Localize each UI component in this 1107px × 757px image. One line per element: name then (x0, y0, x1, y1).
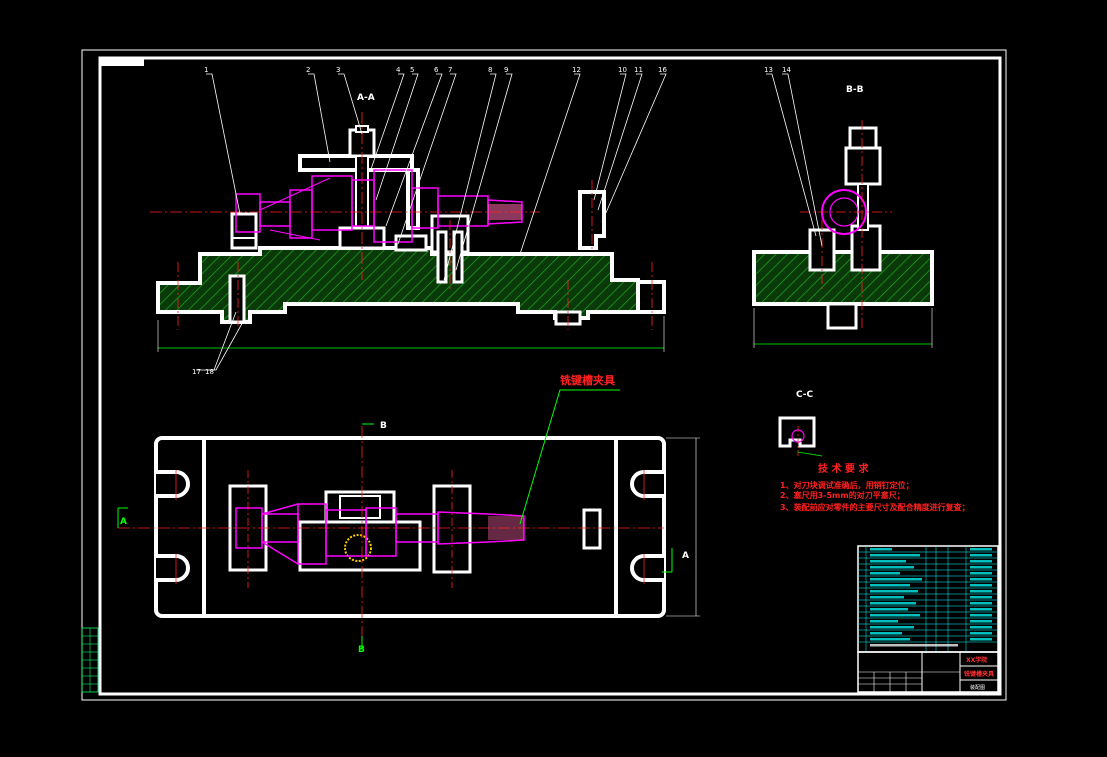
sheet-inner-frame (98, 56, 1002, 696)
bb-right-post (850, 224, 882, 272)
part-number: 13 (764, 66, 773, 74)
part-number: 16 (658, 66, 667, 74)
title-company: XX学院 (966, 656, 987, 664)
aa-base-body (156, 246, 640, 324)
requirements-title: 技 术 要 求 (818, 462, 869, 475)
plan-tool-setter (582, 508, 602, 550)
section-cc-view: C-C (778, 390, 823, 457)
parts-list-table (857, 545, 999, 653)
aa-clamp-arm (298, 154, 420, 230)
plan-u-slot-right-bottom (630, 554, 664, 582)
part-number: 1 (204, 66, 208, 74)
requirement-item: 3、装配前应对零件的主要尺寸及配合精度进行复查； (780, 502, 970, 513)
title-block: XX学院 铣键槽夹具 装配图 (857, 651, 999, 693)
bb-clamp-nut (848, 126, 878, 150)
part-number: 12 (572, 66, 581, 74)
aa-left-slot (228, 274, 246, 324)
requirement-item: 2、塞尺用3-5mm的对刀平塞尺； (780, 490, 905, 501)
plan-view: A A B B (117, 421, 700, 655)
aa-right-end-block (636, 280, 666, 314)
plan-u-slot-left-bottom (156, 554, 190, 582)
fixture-callout: 铣键槽夹具 (519, 373, 620, 525)
left-margin-table (81, 627, 99, 693)
plan-section-markers (117, 423, 673, 648)
part-number: 2 (306, 66, 310, 74)
plan-center-clamp (298, 520, 422, 572)
section-aa-view: A-A (150, 66, 667, 376)
part-number: 6 (434, 66, 439, 74)
part-number: 8 (488, 66, 492, 74)
aa-part-number-labels: 1 2 3 4 5 6 7 8 9 12 10 11 16 17 18 (192, 66, 667, 376)
part-number: 11 (634, 66, 643, 74)
title-drawing-name: 铣键槽夹具 (964, 670, 994, 678)
part-number: 14 (782, 66, 791, 74)
section-bb-view: B-B 13 14 (752, 66, 934, 348)
marker-b-top: B (380, 421, 387, 431)
section-cc-label: C-C (796, 390, 814, 400)
aa-leaders (196, 73, 667, 371)
corner-label-box (100, 58, 144, 66)
section-aa-label: A-A (357, 93, 375, 103)
marker-a-left: A (120, 517, 127, 527)
cc-detail-profile (778, 416, 816, 448)
marker-b-bottom: B (358, 645, 365, 655)
bb-bottom-key (826, 302, 858, 330)
parts-list-rows (858, 546, 998, 652)
part-number: 5 (410, 66, 414, 74)
part-number: 7 (448, 66, 452, 74)
bb-base-body (752, 250, 934, 306)
part-number: 9 (504, 66, 508, 74)
bb-leaders (766, 73, 823, 247)
fixture-label: 铣键槽夹具 (560, 373, 615, 387)
sheet-outer-frame (81, 49, 1007, 701)
section-bb-label: B-B (846, 85, 864, 95)
plan-u-slot-right-top (630, 470, 664, 498)
part-number: 3 (336, 66, 340, 74)
plan-u-slot-left-top (156, 470, 190, 498)
plan-gear-symbol (344, 534, 372, 562)
part-number: 18 (205, 368, 214, 376)
title-drawing-type: 装配图 (970, 684, 985, 691)
part-number: 17 (192, 368, 201, 376)
requirement-item: 1、对刀块调试准确后，用销钉定位； (780, 480, 914, 491)
technical-requirements: 技 术 要 求 1、对刀块调试准确后，用销钉定位； 2、塞尺用3-5mm的对刀平… (780, 462, 970, 513)
parts-list-cell-text (870, 548, 992, 647)
marker-a-right: A (682, 551, 689, 561)
part-number: 10 (618, 66, 627, 74)
part-number: 4 (396, 66, 401, 74)
